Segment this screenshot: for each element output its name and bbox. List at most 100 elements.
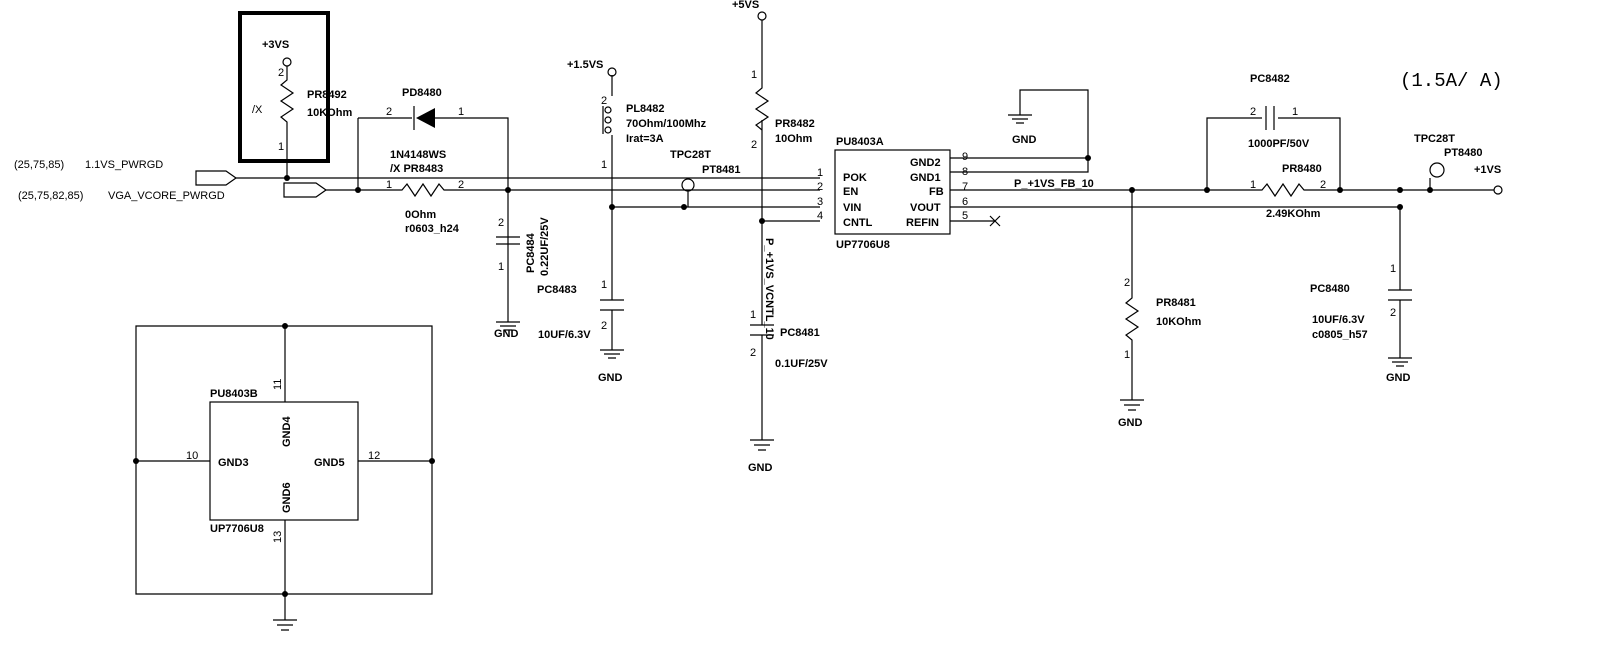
inductor-pl8482 xyxy=(602,106,612,134)
pc8480-fp: c0805_h57 xyxy=(1312,329,1368,341)
ic-b-pin-num: 13 xyxy=(272,531,284,543)
tp1-ref: PT8481 xyxy=(702,164,741,176)
ic-a-ref: PU8403A xyxy=(836,136,884,148)
pc8482-value: 1000PF/50V xyxy=(1248,138,1310,150)
pl8482-ref: PL8482 xyxy=(626,103,665,115)
pr8481-pin1: 1 xyxy=(1124,349,1130,361)
capacitor-pc8482 xyxy=(1265,106,1275,130)
ic-a-pin-name: GND2 xyxy=(910,157,941,169)
rail-5vs: +5VS xyxy=(732,0,759,11)
pc8480-pin1: 1 xyxy=(1390,263,1396,275)
pd8480-pin2: 2 xyxy=(386,106,392,118)
pr8492-ref: PR8492 xyxy=(307,89,347,101)
pc8481-pin1: 1 xyxy=(750,309,756,321)
ic-b-pin-name: GND3 xyxy=(218,457,249,469)
gnd-label: GND xyxy=(1012,134,1037,146)
pd8480-part: 1N4148WS xyxy=(390,149,446,161)
ic-a-part: UP7706U8 xyxy=(836,239,890,251)
fb-net-label: P_+1VS_FB_10 xyxy=(1014,178,1094,190)
pr8481-pin2: 2 xyxy=(1124,277,1130,289)
net1-ref: (25,75,85) xyxy=(14,159,64,171)
resistor-pr8492 xyxy=(279,72,295,128)
pc8483-pin1: 1 xyxy=(601,279,607,291)
gnd-label: GND xyxy=(748,462,773,474)
rail-1vs: +1VS xyxy=(1474,164,1501,176)
resistor-pr8481 xyxy=(1124,290,1140,345)
pl8482-value: 70Ohm/100Mhz xyxy=(626,118,707,130)
resistor-pr8482 xyxy=(754,80,770,131)
capacitor-pc8483 xyxy=(600,299,624,311)
current-note: (1.5A/ A) xyxy=(1400,70,1503,92)
pr8492-pin1: 1 xyxy=(278,141,284,153)
ic-a-pin-num: 4 xyxy=(817,210,823,222)
rail-3vs: +3VS xyxy=(262,39,289,51)
input-port-1 xyxy=(195,170,238,186)
pl8482-pin1: 1 xyxy=(601,159,607,171)
pr8492-pin2: 2 xyxy=(278,67,284,79)
pc8483-value: 10UF/6.3V xyxy=(538,329,591,341)
ic-a-pin-num: 2 xyxy=(817,181,823,193)
resistor-pr8483 xyxy=(390,182,470,198)
ground-symbol xyxy=(273,114,1412,631)
pr8482-ref: PR8482 xyxy=(775,118,815,130)
ic-a-left-pins: 1 POK 2 EN 3 VIN 4 CNTL xyxy=(817,167,873,229)
gnd-label: GND xyxy=(1118,417,1143,429)
pr8483-ref: /X PR8483 xyxy=(390,163,443,175)
pl8482-pin2: 2 xyxy=(601,95,607,107)
net2-name: VGA_VCORE_PWRGD xyxy=(108,190,225,202)
ic-b-ref: PU8403B xyxy=(210,388,258,400)
ic-a-pin-name: POK xyxy=(843,172,867,184)
gnd-label: GND xyxy=(598,372,623,384)
pc8484-ref: PC8484 xyxy=(525,232,537,273)
pd8480-pin1: 1 xyxy=(458,106,464,118)
input-port-2 xyxy=(283,182,328,198)
ic-a-pin-num: 8 xyxy=(962,166,968,178)
pc8481-pin2: 2 xyxy=(750,347,756,359)
resistor-pr8480 xyxy=(1250,182,1330,198)
pc8481-ref: PC8481 xyxy=(780,327,820,339)
capacitor-pc8484 xyxy=(496,236,520,245)
pd8480-ref: PD8480 xyxy=(402,87,442,99)
pc8481-value: 0.1UF/25V xyxy=(775,358,828,370)
capacitor-pc8480 xyxy=(1388,289,1412,301)
tp2-ref: PT8480 xyxy=(1444,147,1483,159)
ic-b-pin-num: 10 xyxy=(186,450,198,462)
pc8483-pin2: 2 xyxy=(601,320,607,332)
pc8480-value: 10UF/6.3V xyxy=(1312,314,1365,326)
pr8480-value: 2.49KOhm xyxy=(1266,208,1321,220)
pr8481-ref: PR8481 xyxy=(1156,297,1196,309)
pr8480-pin1: 1 xyxy=(1250,179,1256,191)
ic-a-pin-num: 7 xyxy=(962,181,968,193)
pr8482-value: 10Ohm xyxy=(775,133,813,145)
ic-a-pin-num: 5 xyxy=(962,210,968,222)
pr8480-ref: PR8480 xyxy=(1282,163,1322,175)
rail-15vs: +1.5VS xyxy=(567,59,603,71)
ic-b-pin-name: GND6 xyxy=(281,482,293,513)
pr8483-pin1: 1 xyxy=(386,179,392,191)
pc8480-ref: PC8480 xyxy=(1310,283,1350,295)
ic-b-pin-num: 11 xyxy=(272,379,284,390)
pl8482-irat: Irat=3A xyxy=(626,133,664,145)
ic-b-pin-num: 12 xyxy=(368,450,380,462)
ic-a-pin-name: VIN xyxy=(843,202,861,214)
pr8481-value: 10KOhm xyxy=(1156,316,1201,328)
net1-name: 1.1VS_PWRGD xyxy=(85,159,163,171)
ic-b-part: UP7706U8 xyxy=(210,523,264,535)
pr8483-value: 0Ohm xyxy=(405,209,436,221)
tp1-model: TPC28T xyxy=(670,149,711,161)
ic-a-pin-num: 3 xyxy=(817,196,823,208)
ic-a-pin-num: 6 xyxy=(962,196,968,208)
ic-a-pin-num: 9 xyxy=(962,151,968,163)
option-box xyxy=(238,11,330,163)
ic-a-pin-name: FB xyxy=(929,186,944,198)
net2-ref: (25,75,82,85) xyxy=(18,190,83,202)
pc8482-ref: PC8482 xyxy=(1250,73,1290,85)
ic-a-pin-name: CNTL xyxy=(843,217,873,229)
pr8492-value: 10KOhm xyxy=(307,107,352,119)
pr8483-fp: r0603_h24 xyxy=(405,223,460,235)
pr8480-pin2: 2 xyxy=(1320,179,1326,191)
pc8480-pin2: 2 xyxy=(1390,307,1396,319)
gnd-label: GND xyxy=(494,328,519,340)
junction-dots xyxy=(133,155,1433,597)
